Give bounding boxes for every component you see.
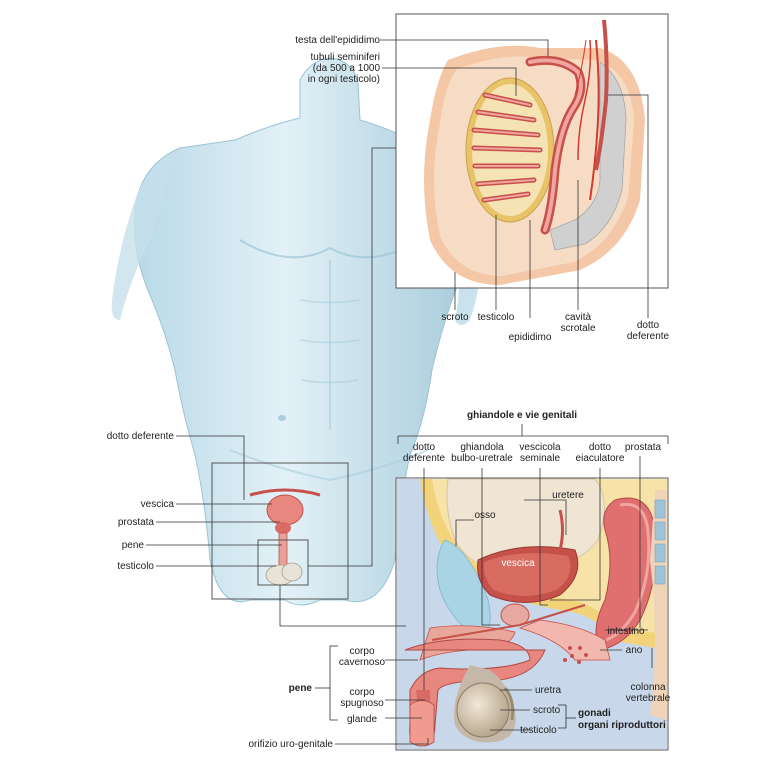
label-body-testicolo: testicolo	[117, 561, 154, 572]
label-sec-vescica: vescica	[501, 558, 535, 569]
scrotum-panel	[395, 13, 669, 289]
label-eiac-2: eiaculatore	[576, 453, 625, 464]
label-corpo-cav-1: corpo	[349, 646, 374, 657]
label-corpo-spu-2: spugnoso	[340, 698, 384, 709]
label-tubuli-3: in ogni testicolo)	[308, 74, 380, 85]
label-sec-dotto-1: dotto	[413, 442, 436, 453]
scrotum-connector-line	[308, 147, 396, 567]
label-vescicola-2: seminale	[520, 453, 560, 464]
label-tubuli-1: tubuli seminiferi	[311, 52, 380, 63]
label-sec-scroto: scroto	[533, 705, 561, 716]
label-cavita-1: cavità	[565, 312, 592, 323]
label-body-vescica: vescica	[141, 499, 175, 510]
label-orifizio: orifizio uro-genitale	[249, 739, 334, 750]
body-panel-leaders	[146, 435, 282, 567]
label-ano: ano	[626, 645, 643, 656]
section-panel-labels: ghiandole e vie genitali dotto deferente…	[249, 410, 671, 750]
label-scroto: scroto	[441, 312, 469, 323]
label-osso: osso	[474, 510, 496, 521]
label-testa-epididimo: testa dell'epididimo	[295, 35, 380, 46]
section-panel-leaders	[315, 424, 669, 745]
label-ghiandola-2: bulbo-uretrale	[451, 453, 513, 464]
label-colonna-2: vertebrale	[626, 693, 671, 704]
label-corpo-spu-1: corpo	[349, 687, 374, 698]
section-panel	[395, 477, 669, 751]
section-title: ghiandole e vie genitali	[467, 410, 577, 421]
label-body-pene: pene	[122, 540, 145, 551]
label-uretra: uretra	[535, 685, 562, 696]
label-organi: organi riproduttori	[578, 720, 666, 731]
label-sec-pene: pene	[289, 683, 313, 694]
label-intestino: intestino	[607, 626, 645, 637]
genital-zoom-frame	[257, 539, 309, 586]
scrotum-panel-leaders	[380, 39, 649, 318]
label-dotto-1: dotto	[637, 320, 660, 331]
label-cavita-2: scrotale	[560, 323, 595, 334]
label-body-prostata: prostata	[118, 517, 155, 528]
label-gonadi: gonadi	[578, 708, 611, 719]
label-dotto-2: deferente	[627, 331, 670, 342]
label-glande: glande	[347, 714, 377, 725]
label-sec-testicolo: testicolo	[520, 725, 557, 736]
body-panel-labels: dotto deferente vescica prostata pene te…	[107, 431, 175, 572]
label-sec-prostata: prostata	[625, 442, 662, 453]
label-eiac-1: dotto	[589, 442, 612, 453]
section-connector-line	[279, 585, 406, 627]
label-uretere: uretere	[552, 490, 584, 501]
label-sec-dotto-2: deferente	[403, 453, 446, 464]
label-colonna-1: colonna	[630, 682, 665, 693]
label-body-dotto-deferente: dotto deferente	[107, 431, 175, 442]
scrotum-panel-labels: testa dell'epididimo tubuli seminiferi (…	[295, 35, 669, 343]
label-epididimo: epididimo	[509, 332, 552, 343]
label-tubuli-2: (da 500 a 1000	[313, 63, 381, 74]
label-ghiandola-1: ghiandola	[460, 442, 504, 453]
label-corpo-cav-2: cavernoso	[339, 657, 386, 668]
label-vescicola-1: vescicola	[519, 442, 561, 453]
label-testicolo: testicolo	[478, 312, 515, 323]
